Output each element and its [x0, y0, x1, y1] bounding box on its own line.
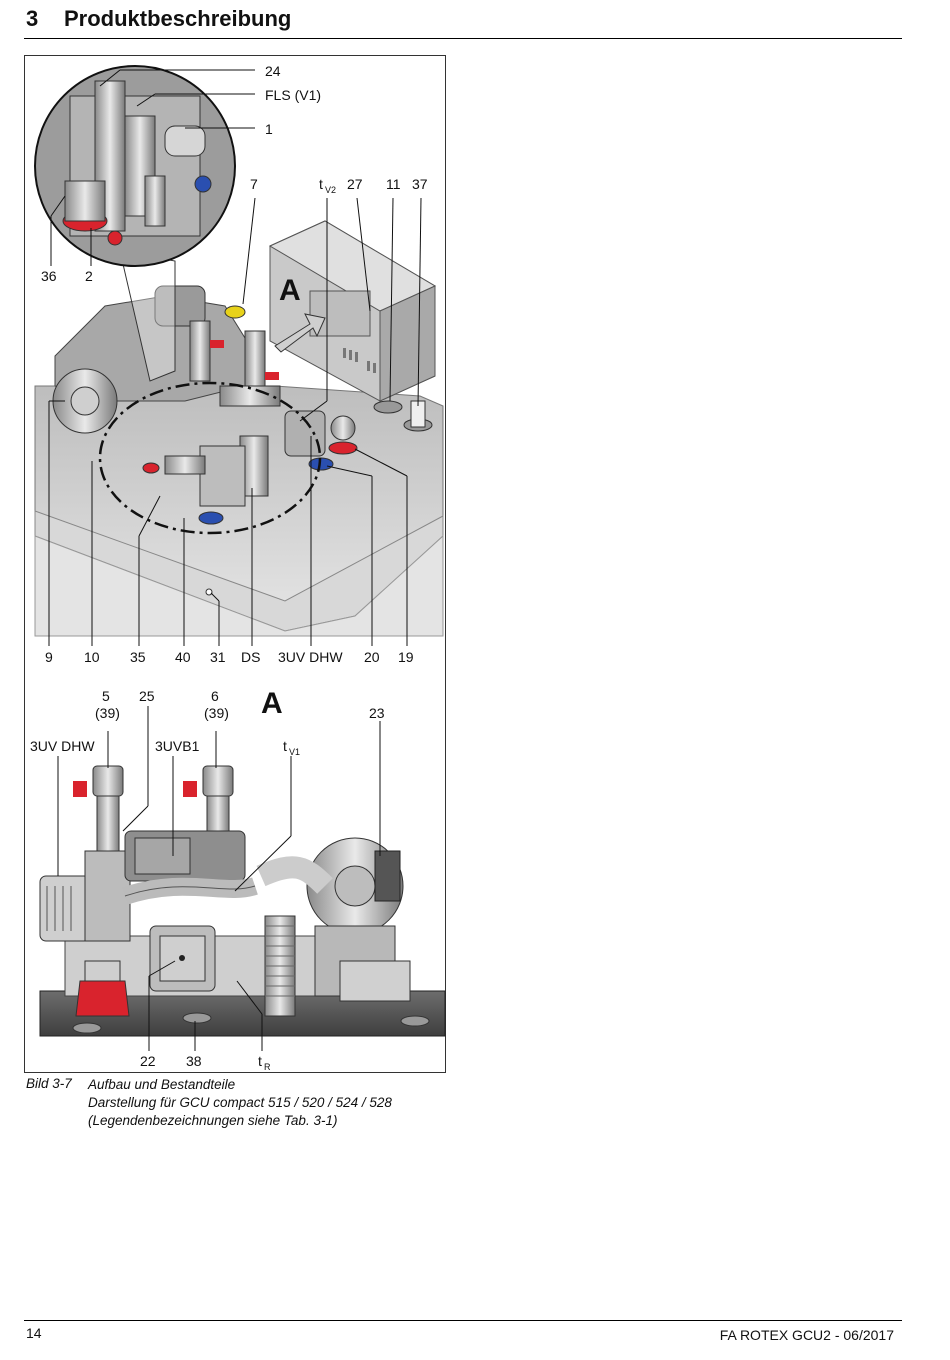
label-31: 31 — [210, 649, 226, 665]
label-24: 24 — [265, 63, 281, 79]
label-6-39: (39) — [204, 705, 229, 721]
label-fls-v1: FLS (V1) — [265, 87, 321, 103]
label-40: 40 — [175, 649, 191, 665]
label-6: 6 — [211, 688, 219, 704]
figure-caption: Aufbau und Bestandteile Darstellung für … — [88, 1076, 392, 1130]
label-view-a: A — [279, 274, 301, 307]
document-id: FA ROTEX GCU2 - 06/2017 — [719, 1327, 894, 1343]
caption-line-2: Darstellung für GCU compact 515 / 520 / … — [88, 1095, 392, 1110]
label-2: 2 — [85, 268, 93, 284]
page-footer: 14 FA ROTEX GCU2 - 06/2017 — [24, 1320, 902, 1343]
label-7: 7 — [250, 176, 258, 192]
label-tv2-sub: V2 — [325, 185, 336, 195]
label-19: 19 — [398, 649, 414, 665]
label-1: 1 — [265, 121, 273, 137]
label-11: 11 — [386, 176, 401, 192]
label-23: 23 — [369, 705, 385, 721]
label-38: 38 — [186, 1053, 202, 1069]
chapter-title: Produktbeschreibung — [64, 6, 292, 31]
label-25: 25 — [139, 688, 155, 704]
label-5-39: (39) — [95, 705, 120, 721]
label-10: 10 — [84, 649, 100, 665]
label-tr-sub: R — [264, 1062, 271, 1072]
label-37: 37 — [412, 176, 428, 192]
label-20: 20 — [364, 649, 380, 665]
label-tv1: t — [283, 738, 287, 754]
label-3uv-dhw-a: 3UV DHW — [30, 738, 95, 754]
label-3uvb1: 3UVB1 — [155, 738, 200, 754]
label-tr: t — [258, 1053, 262, 1069]
page-number: 14 — [26, 1325, 42, 1341]
label-9: 9 — [45, 649, 53, 665]
label-tv1-sub: V1 — [289, 747, 300, 757]
label-tv2: t — [319, 176, 323, 192]
label-5: 5 — [102, 688, 110, 704]
top-view-drawing — [34, 65, 444, 646]
figure-illustration: 24 FLS (V1) 1 7 t V2 27 11 37 36 2 A 9 1… — [30, 63, 446, 1072]
label-35: 35 — [130, 649, 146, 665]
label-view-a-title: A — [261, 687, 283, 720]
label-ds: DS — [241, 649, 260, 665]
figure-caption-id: Bild 3-7 — [26, 1076, 72, 1091]
chapter-header: 3 Produktbeschreibung — [24, 2, 902, 39]
caption-line-1: Aufbau und Bestandteile — [88, 1077, 236, 1092]
label-22: 22 — [140, 1053, 156, 1069]
view-a-drawing — [39, 706, 446, 1051]
label-3uv-dhw: 3UV DHW — [278, 649, 343, 665]
label-27: 27 — [347, 176, 363, 192]
caption-line-3: (Legendenbezeichnungen siehe Tab. 3-1) — [88, 1113, 338, 1128]
chapter-number: 3 — [26, 6, 39, 31]
label-36: 36 — [41, 268, 57, 284]
figure-3-7: 24 FLS (V1) 1 7 t V2 27 11 37 36 2 A 9 1… — [24, 55, 446, 1073]
